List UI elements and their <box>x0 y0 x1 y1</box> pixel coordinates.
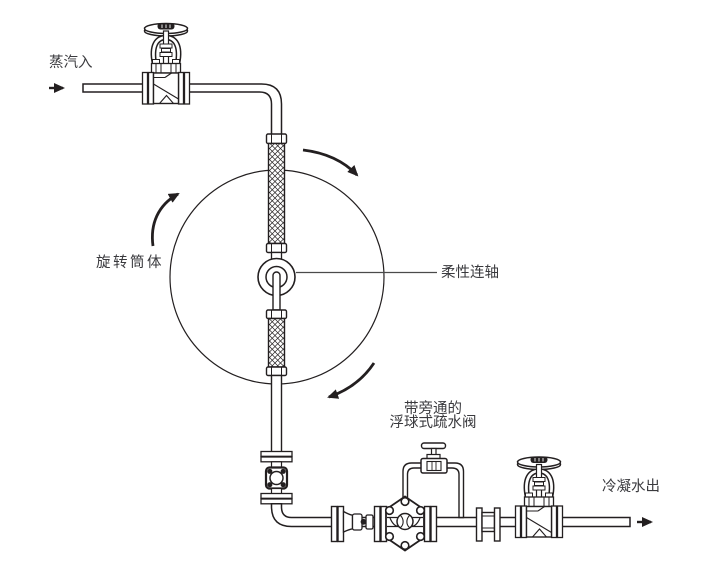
pipe-flange <box>337 505 345 543</box>
flexible-hose-lower <box>265 309 288 377</box>
flexible-coupling-hub <box>257 257 296 311</box>
pipe-flange <box>475 507 483 542</box>
inlet-globe-valve <box>141 22 191 105</box>
rotation-arrow-left <box>151 192 180 247</box>
label-steam-in: 蒸汽入 <box>49 55 93 71</box>
pipe-flange <box>493 507 501 542</box>
float-steam-trap <box>384 495 426 552</box>
pipe-flange <box>330 505 338 543</box>
rotation-arrows <box>151 148 376 399</box>
pipe-flange <box>430 505 438 543</box>
drain-pipe <box>270 374 283 453</box>
spool-piece <box>475 507 501 542</box>
pipe-flange <box>373 505 381 543</box>
check-union <box>342 510 374 534</box>
outlet-globe-valve <box>514 455 564 539</box>
bypass-assembly <box>402 442 465 519</box>
bypass-right-leg <box>445 462 465 519</box>
label-steam-trap-line1: 带旁通的 <box>404 401 462 417</box>
rotation-arrow-bottom <box>327 362 376 399</box>
label-steam-trap: 带旁通的 浮球式疏水阀 <box>385 401 481 431</box>
flexible-hose-upper <box>265 133 288 261</box>
label-flexible-coupling: 柔性连轴 <box>441 265 499 281</box>
label-steam-trap-line2: 浮球式疏水阀 <box>389 414 477 431</box>
rotation-arrow-top-right <box>302 148 359 177</box>
pipe-flange <box>423 505 431 543</box>
label-rotating-cylinder: 旋转筒体 <box>96 255 164 271</box>
label-condensate-out: 冷凝水出 <box>602 479 660 495</box>
inlet-run-flanges <box>330 505 438 543</box>
sight-glass <box>260 450 293 505</box>
bypass-needle-valve <box>420 442 448 474</box>
condensate-pipe <box>270 503 631 528</box>
